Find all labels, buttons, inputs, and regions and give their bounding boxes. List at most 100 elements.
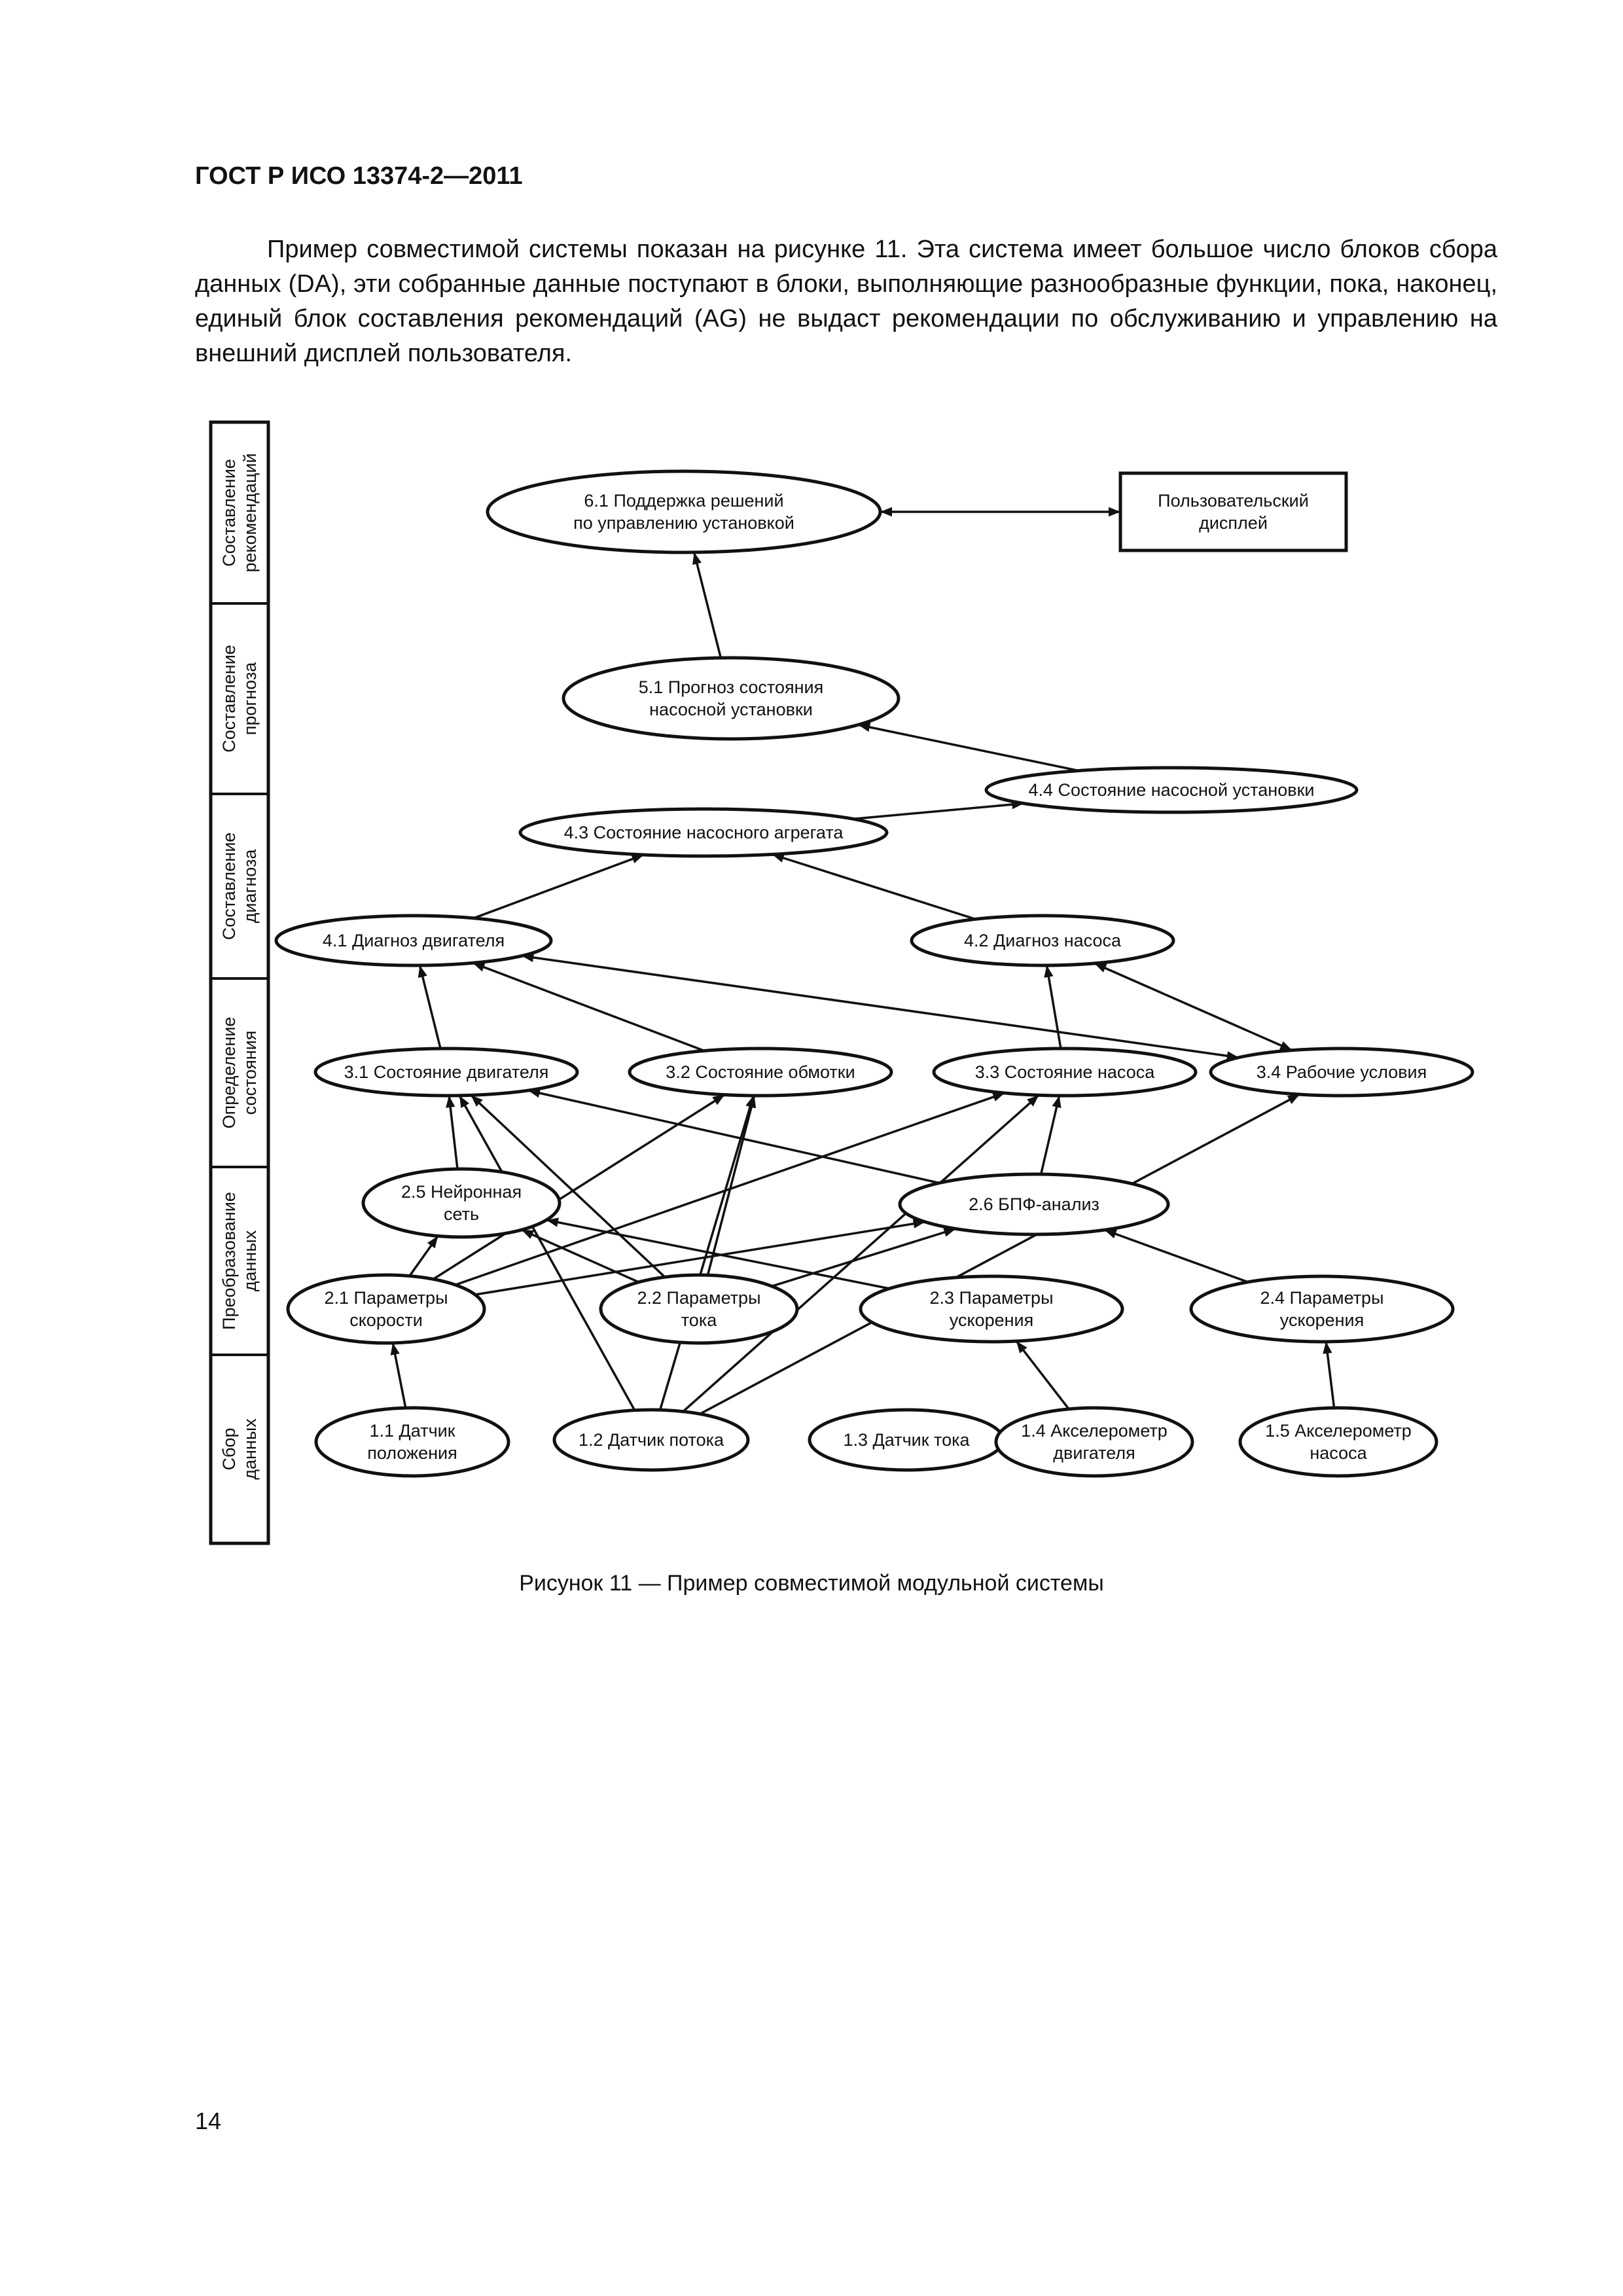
- node-shape: [1209, 1047, 1474, 1098]
- stage-band-label-dm: Преобразованиеданных: [219, 1192, 260, 1330]
- stage-band-label-sd: Определениесостояния: [219, 1017, 260, 1129]
- stage-band-label-da: Сборданных: [219, 1418, 260, 1480]
- edge-n12-n33: [682, 1094, 1040, 1412]
- node-n41: 4.1 Диагноз двигателя: [274, 914, 553, 967]
- stage-band-label-hd: Составлениедиагноза: [219, 833, 260, 941]
- edge-n41-n43: [473, 853, 645, 920]
- node-label: 1.2 Датчик потока: [579, 1430, 724, 1450]
- page-number: 14: [195, 2108, 222, 2134]
- node-shape: [932, 1047, 1198, 1098]
- node-shape: [361, 1167, 562, 1239]
- edge-n12-n34: [699, 1093, 1300, 1415]
- edge-n43-n44: [853, 799, 1024, 820]
- node-shape: [313, 1047, 579, 1098]
- node-n33: 3.3 Состояние насоса: [932, 1047, 1198, 1098]
- node-n44: 4.4 Состояние насосной установки: [984, 766, 1359, 814]
- edge-n15-n24: [1323, 1341, 1336, 1408]
- edge-n22-n26: [771, 1227, 956, 1287]
- node-label: 4.3 Состояние насосного агрегата: [564, 823, 844, 842]
- node-label: 3.4 Рабочие условия: [1257, 1062, 1427, 1082]
- node-shape: [628, 1047, 893, 1098]
- node-shape: [552, 1408, 750, 1472]
- node-shape: [486, 469, 882, 554]
- document-header: ГОСТ Р ИСО 13374-2—2011: [195, 162, 523, 190]
- node-shape: [1189, 1274, 1455, 1344]
- edge-n25-n31: [446, 1095, 459, 1170]
- stage-band-label-ag: Составлениерекомендаций: [219, 453, 260, 572]
- node-shape: [1238, 1406, 1438, 1478]
- node-shape: [286, 1273, 486, 1345]
- node-shape: [518, 807, 889, 858]
- node-shape: [1118, 471, 1348, 552]
- node-shape: [859, 1274, 1124, 1344]
- edge-n26-n33: [1039, 1095, 1061, 1175]
- node-n26: 2.6 БПФ-анализ: [898, 1172, 1170, 1236]
- stage-band-label-pa: Составлениепрогноза: [219, 645, 260, 753]
- node-shape: [562, 656, 901, 741]
- node-n34: 3.4 Рабочие условия: [1209, 1047, 1474, 1098]
- node-label: 4.2 Диагноз насоса: [964, 931, 1122, 950]
- edge-n34-n41: [522, 952, 1240, 1061]
- edge-n22-n25: [521, 1229, 639, 1283]
- edge-n23-n25: [546, 1217, 890, 1290]
- node-label: 3.1 Состояние двигателя: [344, 1062, 549, 1082]
- node-shape: [274, 914, 553, 967]
- node-n43: 4.3 Состояние насосного агрегата: [518, 807, 889, 858]
- edge-n12-n31: [458, 1094, 636, 1411]
- node-shape: [994, 1406, 1194, 1478]
- node-label: 4.4 Состояние насосной установки: [1029, 780, 1315, 800]
- node-shape: [599, 1273, 799, 1345]
- edge-n21-n26: [474, 1219, 925, 1296]
- edge-n51-n61: [692, 552, 722, 658]
- node-n12: 1.2 Датчик потока: [552, 1408, 750, 1472]
- intro-paragraph: Пример совместимой системы показан на ри…: [195, 236, 1497, 367]
- edge-n31-n41: [418, 965, 442, 1049]
- edge-n26-n31: [527, 1088, 940, 1185]
- edge-n34-n42: [1094, 962, 1293, 1052]
- node-label: 3.3 Состояние насоса: [975, 1062, 1156, 1082]
- edge-n22-n31: [470, 1094, 666, 1278]
- edge-n14-n23: [1015, 1340, 1070, 1410]
- edge-n44-n51: [857, 723, 1079, 772]
- node-shape: [314, 1406, 510, 1478]
- node-shape: [898, 1172, 1170, 1236]
- edge-n33-n42: [1044, 965, 1062, 1049]
- node-shape: [984, 766, 1359, 814]
- node-label: 4.1 Диагноз двигателя: [323, 931, 505, 950]
- edge-n21-n32: [433, 1094, 726, 1280]
- edge-n11-n21: [390, 1342, 407, 1408]
- edge-n12-n32: [658, 1095, 755, 1410]
- edge-n21-n25: [408, 1235, 439, 1277]
- node-shape: [910, 914, 1175, 967]
- node-n31: 3.1 Состояние двигателя: [313, 1047, 579, 1098]
- node-n42: 4.2 Диагноз насоса: [910, 914, 1175, 967]
- node-label: 1.3 Датчик тока: [843, 1430, 970, 1450]
- stage-band-frame: [209, 420, 270, 1545]
- node-label: 3.2 Состояние обмотки: [666, 1062, 855, 1082]
- stage-bands: СоставлениерекомендацийСоставлениепрогно…: [209, 420, 270, 1545]
- figure-caption: Рисунок 11 — Пример совместимой модульно…: [519, 1571, 1104, 1596]
- diagram-edges: [390, 507, 1336, 1415]
